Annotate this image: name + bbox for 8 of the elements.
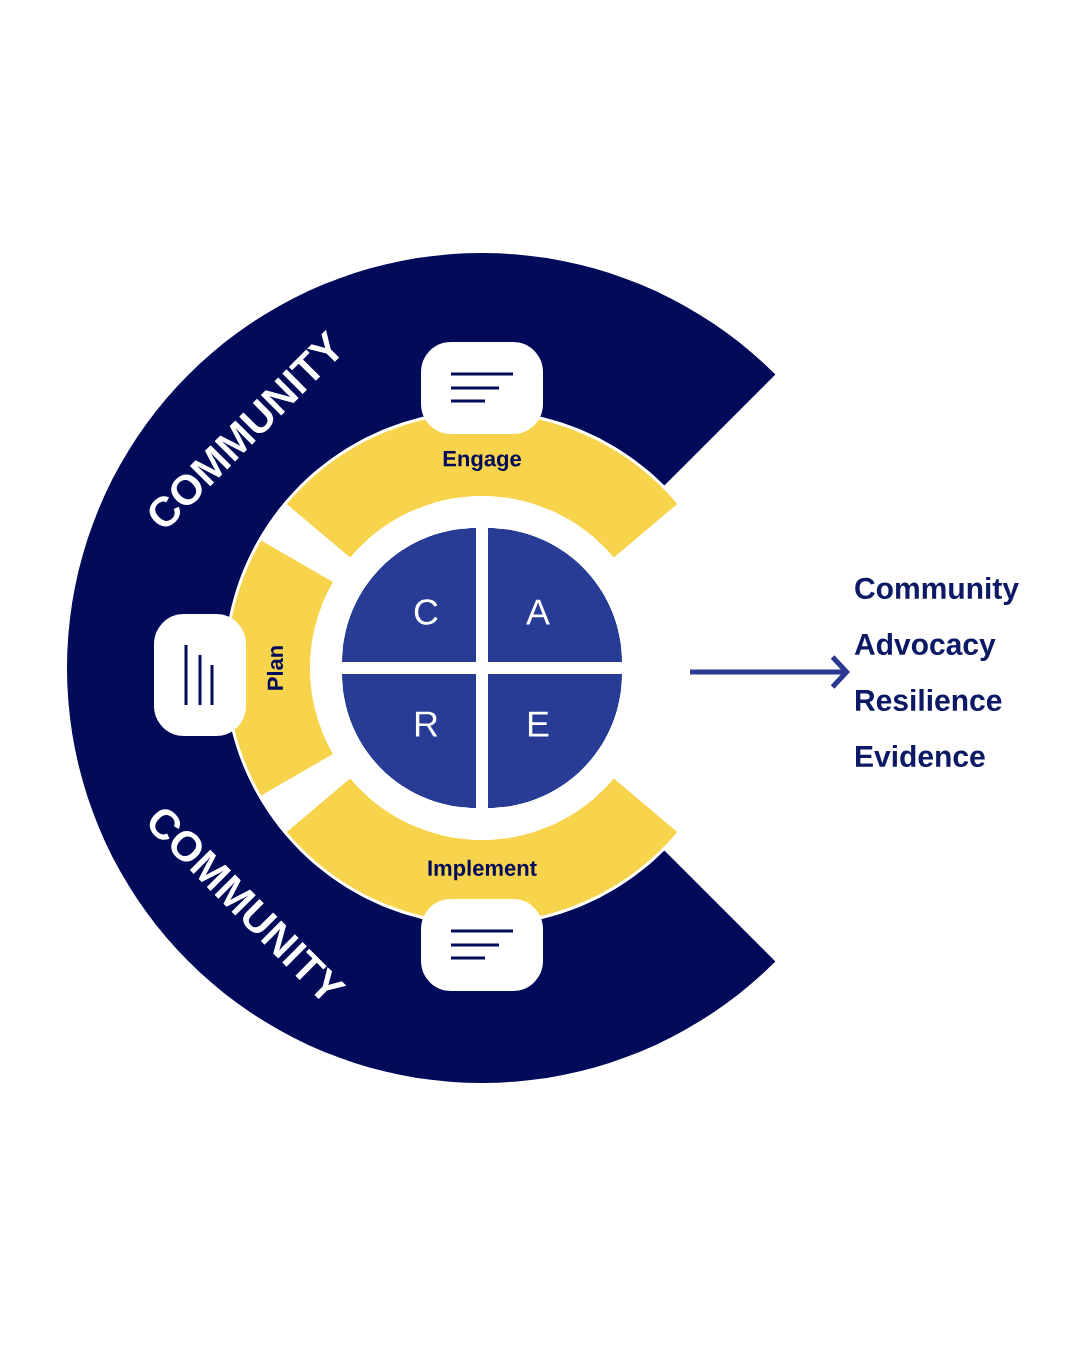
quadrant: E — [488, 674, 622, 808]
quadrant: A — [488, 528, 622, 662]
stage-segment: Engage — [286, 413, 678, 558]
quadrant: C — [342, 528, 476, 662]
quadrant: R — [342, 674, 476, 808]
outcome-list: Community Advocacy Resilience Evidence — [854, 577, 1019, 768]
arrow — [690, 655, 850, 689]
stage-segment: Implement — [286, 778, 678, 923]
